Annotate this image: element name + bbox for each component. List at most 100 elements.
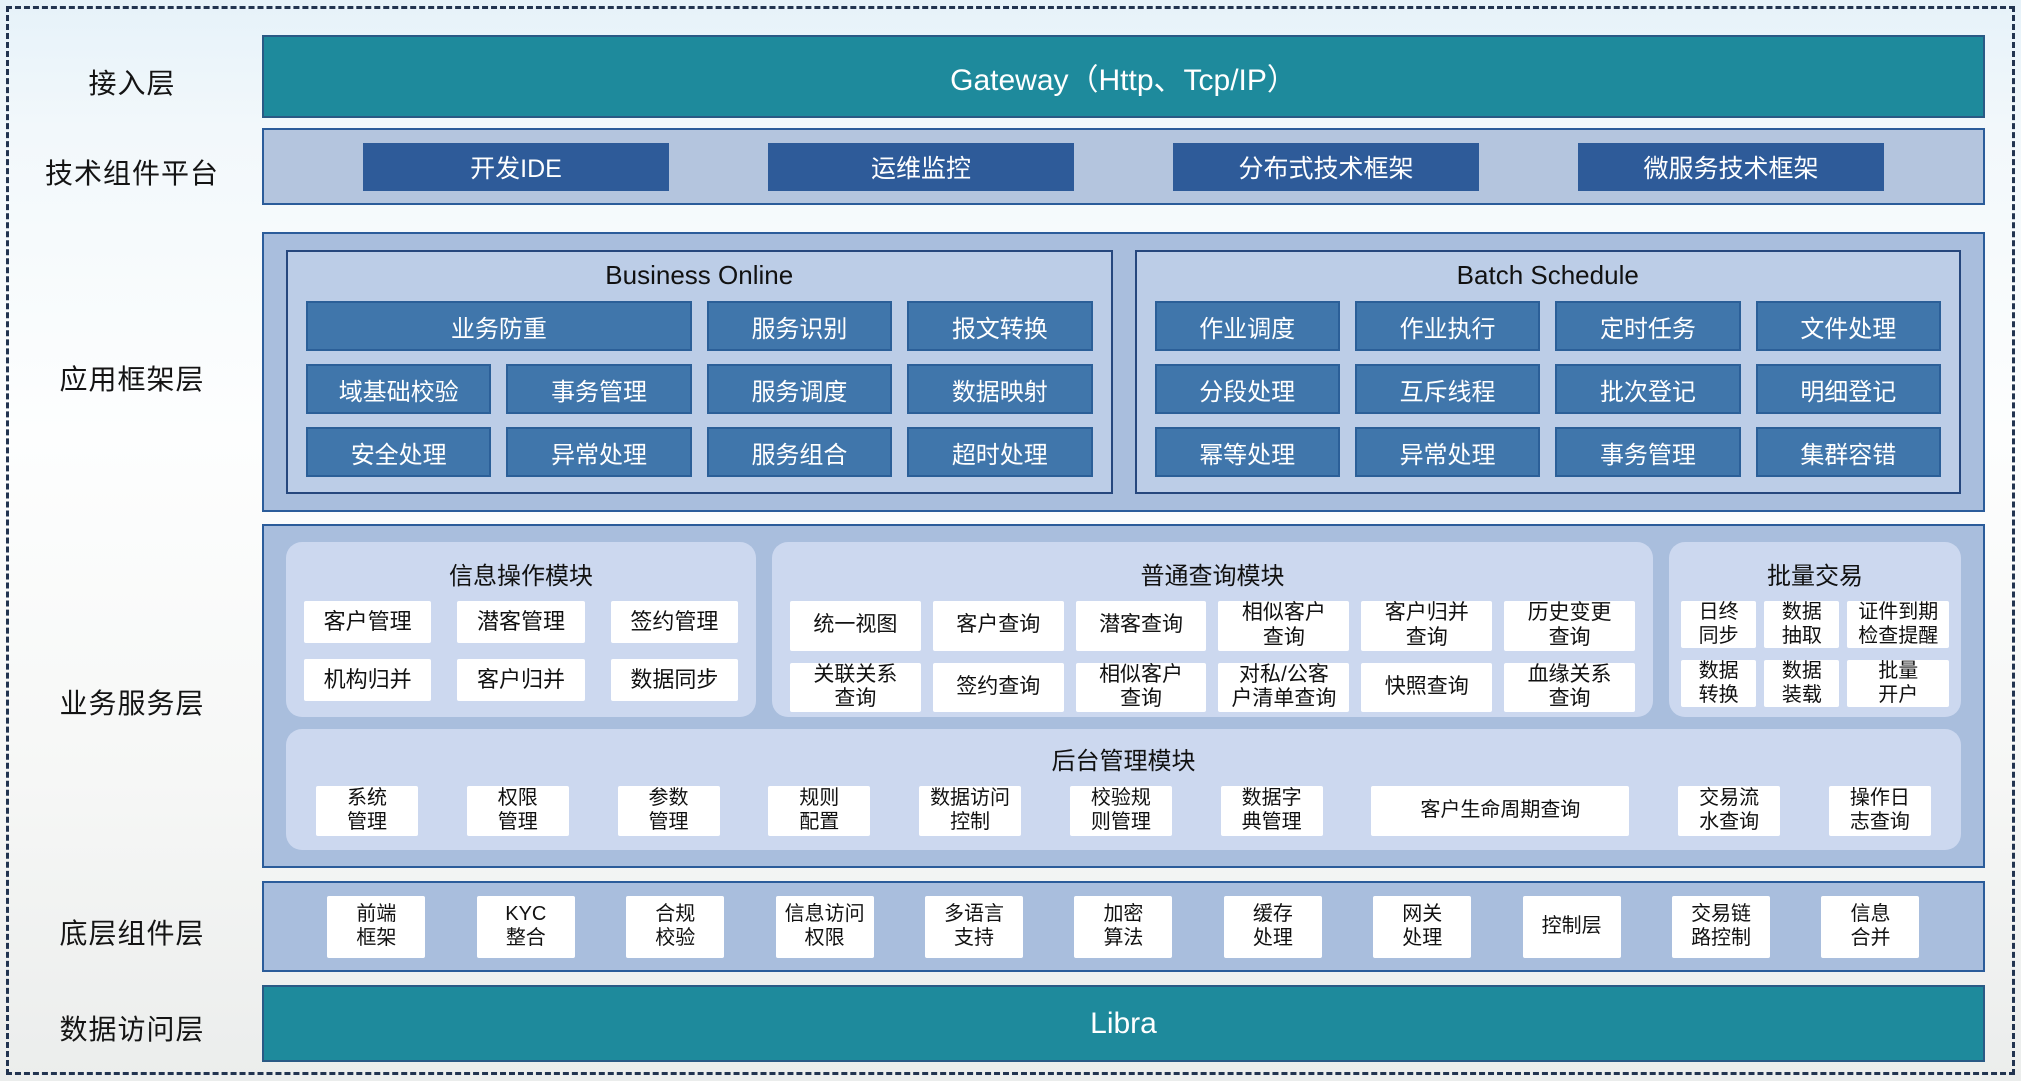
- service-box: 校验规 则管理: [1069, 785, 1172, 836]
- component-box: 缓存 处理: [1223, 895, 1322, 958]
- libra-bar: Libra: [262, 985, 1985, 1062]
- service-box: 客户管理: [304, 601, 432, 643]
- component-box: 信息访问 权限: [775, 895, 874, 958]
- layer-label-data: 数据访问层: [59, 1014, 205, 1045]
- layer-label-app: 应用框架层: [59, 364, 205, 395]
- module-title: 后台管理模块: [1051, 747, 1196, 775]
- service-box: 历史变更 查询: [1504, 601, 1635, 651]
- framework-box: 异常处理: [506, 427, 692, 477]
- module-title: 普通查询模块: [1140, 563, 1285, 590]
- service-box: 关联关系 查询: [790, 662, 921, 713]
- framework-box: 事务管理: [506, 364, 692, 414]
- component-box: 信息 合并: [1821, 895, 1920, 958]
- service-box: 日终 同步: [1681, 601, 1757, 649]
- service-box: 数据 转换: [1681, 660, 1757, 708]
- panel-title: Batch Schedule: [1456, 260, 1639, 290]
- service-box: 数据访问 控制: [919, 785, 1022, 836]
- batch-schedule-grid: 作业调度 作业执行 定时任务 文件处理 分段处理 互斥线程 批次登记 明细登记 …: [1137, 295, 1960, 492]
- app-framework-row: Business Online 业务防重 服务识别 报文转换 域基础校验 事务管…: [262, 232, 1985, 512]
- framework-box: 明细登记: [1755, 364, 1941, 414]
- layer-label-tech: 技术组件平台: [44, 158, 219, 189]
- service-box: 机构归并: [304, 658, 432, 701]
- service-box: 交易流 水查询: [1678, 785, 1781, 836]
- framework-box: 域基础校验: [306, 364, 492, 414]
- component-box: 交易链 路控制: [1672, 895, 1771, 958]
- batch-schedule-panel: Batch Schedule 作业调度 作业执行 定时任务 文件处理 分段处理 …: [1134, 250, 1961, 494]
- service-box: 数据字 典管理: [1220, 785, 1323, 836]
- service-box: 血缘关系 查询: [1504, 662, 1635, 713]
- service-box: 系统 管理: [316, 785, 418, 836]
- service-box: 客户生命周期查询: [1371, 785, 1630, 836]
- business-online-grid: 业务防重 服务识别 报文转换 域基础校验 事务管理 服务调度 数据映射 安全处理…: [288, 295, 1111, 492]
- general-query-grid: 统一视图 客户查询 潜客查询 相似客户 查询 客户归并 查询 历史变更 查询 关…: [790, 601, 1635, 713]
- bottom-component-row: 前端 框架 KYC 整合 合规 校验 信息访问 权限 多语言 支持 加密 算法 …: [262, 881, 1985, 972]
- service-box: 相似客户 查询: [1218, 601, 1350, 651]
- service-box: 权限 管理: [466, 785, 569, 836]
- framework-box: 事务管理: [1555, 427, 1741, 477]
- service-box: 相似客户 查询: [1075, 662, 1207, 713]
- tech-box: 开发IDE: [363, 142, 669, 191]
- service-box: 规则 配置: [768, 785, 871, 836]
- service-box: 潜客查询: [1075, 601, 1207, 651]
- service-box: 统一视图: [790, 601, 921, 651]
- service-box: 数据同步: [610, 658, 738, 701]
- component-box: 网关 处理: [1373, 895, 1472, 958]
- service-box: 对私/公客 户清单查询: [1218, 662, 1350, 713]
- layer-label-access: 接入层: [88, 68, 176, 99]
- framework-box: 报文转换: [907, 301, 1093, 351]
- service-box: 数据 装载: [1764, 660, 1840, 708]
- service-box: 快照查询: [1361, 662, 1493, 713]
- service-box: 批量 开户: [1847, 660, 1949, 708]
- batch-trade-grid: 日终 同步 数据 抽取 证件到期 检查提醒 数据 转换 数据 装载 批量 开户: [1681, 601, 1949, 708]
- info-operation-module: 信息操作模块 客户管理 潜客管理 签约管理 机构归并 客户归并 数据同步: [286, 542, 756, 717]
- component-box: 控制层: [1522, 895, 1621, 958]
- framework-box: 业务防重: [306, 301, 692, 351]
- tech-box: 运维监控: [768, 142, 1074, 191]
- framework-box: 幂等处理: [1154, 427, 1340, 477]
- framework-box: 异常处理: [1354, 427, 1541, 477]
- module-title: 信息操作模块: [449, 563, 593, 590]
- layer-label-biz: 业务服务层: [59, 688, 205, 719]
- info-operation-grid: 客户管理 潜客管理 签约管理 机构归并 客户归并 数据同步: [304, 601, 738, 701]
- module-title: 批量交易: [1767, 563, 1863, 590]
- framework-box: 服务调度: [706, 364, 893, 414]
- framework-box: 分段处理: [1154, 364, 1340, 414]
- framework-box: 超时处理: [907, 427, 1093, 477]
- framework-box: 数据映射: [907, 364, 1093, 414]
- service-box: 潜客管理: [457, 601, 585, 643]
- framework-box: 互斥线程: [1354, 364, 1541, 414]
- service-box: 证件到期 检查提醒: [1847, 601, 1949, 649]
- admin-management-module: 后台管理模块 系统 管理 权限 管理 参数 管理 规则 配置 数据访问 控制 校…: [286, 728, 1961, 850]
- service-box: 数据 抽取: [1764, 601, 1840, 649]
- component-box: 多语言 支持: [925, 895, 1024, 958]
- framework-box: 作业调度: [1154, 301, 1340, 351]
- component-box: KYC 整合: [476, 895, 575, 958]
- business-online-panel: Business Online 业务防重 服务识别 报文转换 域基础校验 事务管…: [286, 250, 1113, 494]
- service-box: 签约查询: [932, 662, 1064, 713]
- gateway-bar: Gateway（Http、Tcp/IP）: [262, 35, 1985, 118]
- component-box: 前端 框架: [327, 895, 426, 958]
- general-query-module: 普通查询模块 统一视图 客户查询 潜客查询 相似客户 查询 客户归并 查询 历史…: [772, 542, 1653, 717]
- panel-title: Business Online: [605, 260, 794, 290]
- framework-box: 文件处理: [1755, 301, 1941, 351]
- service-box: 客户归并: [457, 658, 585, 701]
- service-box: 操作日 志查询: [1828, 785, 1931, 836]
- framework-box: 集群容错: [1755, 427, 1941, 477]
- service-box: 客户归并 查询: [1361, 601, 1493, 651]
- component-box: 合规 校验: [626, 895, 725, 958]
- framework-box: 安全处理: [306, 427, 492, 477]
- layer-label-bottom: 底层组件层: [59, 918, 205, 949]
- tech-platform-row: 开发IDE 运维监控 分布式技术框架 微服务技术框架: [262, 128, 1985, 205]
- tech-box: 微服务技术框架: [1578, 142, 1884, 191]
- tech-box: 分布式技术框架: [1173, 142, 1479, 191]
- framework-box: 作业执行: [1354, 301, 1541, 351]
- batch-trade-module: 批量交易 日终 同步 数据 抽取 证件到期 检查提醒 数据 转换 数据 装载 批…: [1669, 542, 1961, 717]
- framework-box: 服务组合: [706, 427, 893, 477]
- service-box: 签约管理: [610, 601, 738, 643]
- component-box: 加密 算法: [1074, 895, 1173, 958]
- service-box: 参数 管理: [617, 785, 720, 836]
- service-box: 客户查询: [932, 601, 1064, 651]
- framework-box: 批次登记: [1555, 364, 1741, 414]
- business-service-modules: 信息操作模块 客户管理 潜客管理 签约管理 机构归并 客户归并 数据同步 普通查…: [286, 542, 1961, 717]
